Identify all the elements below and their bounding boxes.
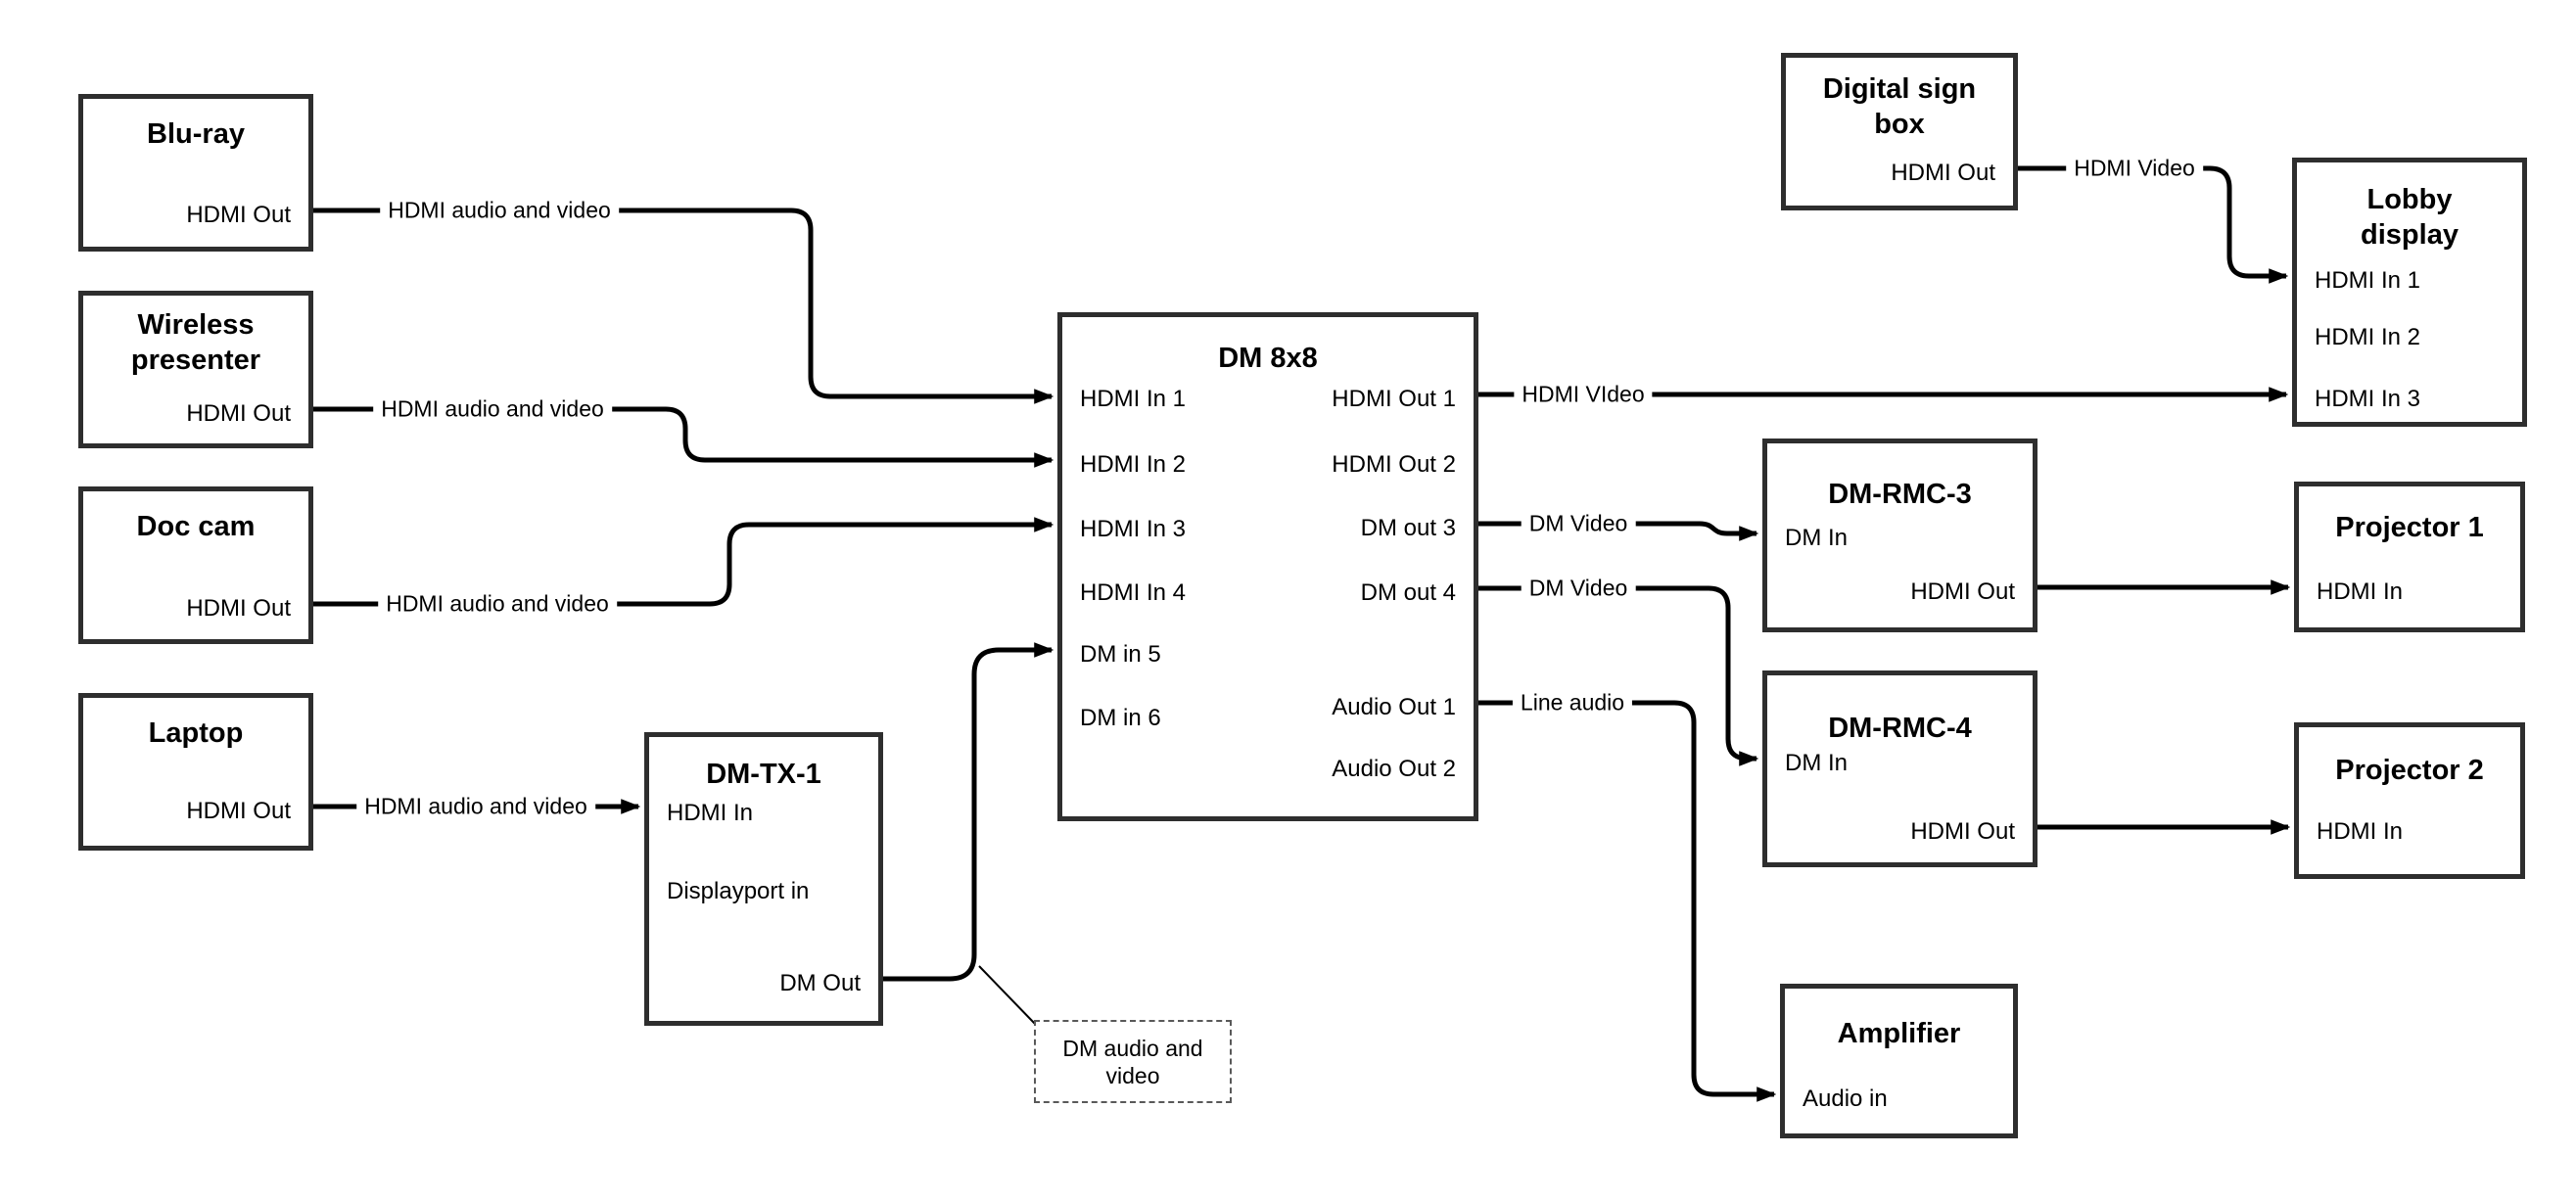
- port-dm-out-3: DM out 3: [1360, 515, 1456, 541]
- wire-wireless-to-dm8x8-in2: [313, 406, 1054, 468]
- edge-label-hdmi-video-signbox: HDMI Video: [2066, 154, 2203, 183]
- node-digital-sign-box: Digital sign box HDMI Out: [1781, 53, 2018, 210]
- edge-label-dm-video-rmc3: DM Video: [1521, 509, 1636, 538]
- wire-dmtx1-to-dm8x8-in5: [883, 642, 1054, 982]
- port-hdmi-in-1: HDMI In 1: [2315, 267, 2421, 294]
- port-hdmi-in-3: HDMI In 3: [2315, 386, 2421, 412]
- port-hdmi-in-4: HDMI In 4: [1080, 579, 1187, 606]
- node-title: Wireless presenter: [130, 309, 261, 376]
- wire-doccam-to-dm8x8-in3: [313, 517, 1054, 607]
- wire-signbox-to-lobby-in1: [2018, 165, 2289, 284]
- edge-label-dm-video-rmc4: DM Video: [1521, 574, 1636, 603]
- edge-label-hdmi-audio-video-doccam: HDMI audio and video: [378, 589, 617, 619]
- edge-label-hdmi-video-lobby: HDMI VIdeo: [1514, 380, 1653, 409]
- node-lobby-display: Lobby display HDMI In 1 HDMI In 2 HDMI I…: [2292, 158, 2527, 427]
- edge-label-line-audio: Line audio: [1512, 688, 1633, 717]
- port-hdmi-in-3: HDMI In 3: [1080, 516, 1187, 542]
- port-dm-in: DM In: [1785, 525, 1849, 551]
- note-dm-audio-video: DM audio and video: [1034, 1020, 1232, 1103]
- port-hdmi-out: HDMI Out: [1910, 818, 2015, 845]
- wire-bluray-to-dm8x8-in1: [313, 208, 1054, 404]
- port-hdmi-in-1: HDMI In 1: [1080, 386, 1187, 412]
- port-hdmi-in: HDMI In: [2317, 578, 2404, 605]
- port-audio-out-1: Audio Out 1: [1332, 694, 1456, 720]
- node-bluray: Blu-ray HDMI Out: [78, 94, 313, 252]
- node-title: Digital sign box: [1822, 73, 1977, 140]
- port-hdmi-out-2: HDMI Out 2: [1332, 451, 1456, 478]
- port-hdmi-out: HDMI Out: [1891, 160, 1995, 186]
- port-dm-in-5: DM in 5: [1080, 641, 1161, 668]
- node-dm-rmc-3: DM-RMC-3 DM In HDMI Out: [1762, 439, 2037, 632]
- port-dm-out: DM Out: [779, 970, 861, 996]
- node-title: Lobby display: [2361, 184, 2459, 251]
- node-dm-rmc-4: DM-RMC-4 DM In HDMI Out: [1762, 670, 2037, 867]
- wire-dm8x8-audioout1-to-amp: [1478, 700, 1777, 1102]
- port-displayport-in: Displayport in: [667, 878, 810, 904]
- port-dm-out-4: DM out 4: [1360, 579, 1456, 606]
- node-projector-1: Projector 1 HDMI In: [2294, 482, 2525, 632]
- edge-label-hdmi-audio-video-bluray: HDMI audio and video: [380, 196, 619, 225]
- edge-label-hdmi-audio-video-laptop: HDMI audio and video: [356, 792, 595, 821]
- port-hdmi-out: HDMI Out: [186, 798, 291, 824]
- node-laptop: Laptop HDMI Out: [78, 693, 313, 851]
- node-title: DM-TX-1: [706, 759, 821, 790]
- port-hdmi-out: HDMI Out: [186, 595, 291, 622]
- node-title: Doc cam: [136, 511, 256, 542]
- node-title: DM-RMC-4: [1828, 713, 1972, 744]
- port-hdmi-in-2: HDMI In 2: [2315, 324, 2421, 350]
- wire-dm8x8-out4-to-rmc4: [1478, 585, 1759, 766]
- port-hdmi-out: HDMI Out: [186, 202, 291, 228]
- node-title: Blu-ray: [147, 118, 245, 150]
- node-wireless-presenter: Wireless presenter HDMI Out: [78, 291, 313, 448]
- node-title: Amplifier: [1837, 1018, 1961, 1049]
- node-title: Projector 2: [2335, 755, 2484, 786]
- port-audio-in: Audio in: [1803, 1086, 1888, 1112]
- edge-label-hdmi-audio-video-wireless: HDMI audio and video: [373, 394, 612, 424]
- node-title: DM-RMC-3: [1828, 479, 1972, 510]
- port-hdmi-out: HDMI Out: [1910, 578, 2015, 605]
- node-title: Laptop: [148, 717, 244, 749]
- port-hdmi-in-2: HDMI In 2: [1080, 451, 1187, 478]
- note-leader-line: [978, 965, 1037, 1026]
- node-amplifier: Amplifier Audio in: [1780, 984, 2018, 1138]
- node-title: Projector 1: [2335, 512, 2484, 543]
- node-projector-2: Projector 2 HDMI In: [2294, 722, 2525, 879]
- note-text: DM audio and video: [1062, 1035, 1203, 1088]
- port-audio-out-2: Audio Out 2: [1332, 756, 1456, 782]
- port-hdmi-in: HDMI In: [667, 800, 754, 826]
- wire-dm8x8-out3-to-rmc3: [1478, 521, 1759, 541]
- port-hdmi-out: HDMI Out: [186, 400, 291, 427]
- node-dm-tx-1: DM-TX-1 HDMI In Displayport in DM Out: [644, 732, 883, 1026]
- node-dm-8x8: DM 8x8 HDMI In 1 HDMI In 2 HDMI In 3 HDM…: [1057, 312, 1478, 821]
- port-dm-in: DM In: [1785, 750, 1849, 776]
- node-title: DM 8x8: [1218, 343, 1318, 374]
- port-hdmi-out-1: HDMI Out 1: [1332, 386, 1456, 412]
- port-hdmi-in: HDMI In: [2317, 818, 2404, 845]
- port-dm-in-6: DM in 6: [1080, 705, 1161, 731]
- node-doc-cam: Doc cam HDMI Out: [78, 486, 313, 644]
